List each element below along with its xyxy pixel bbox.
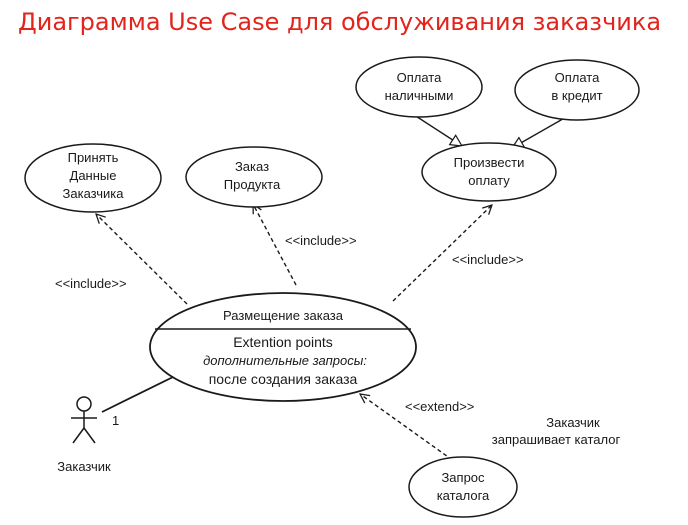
svg-text:в кредит: в кредит: [551, 88, 602, 103]
extension-point: дополнительные запросы:: [203, 353, 367, 368]
include-label-mid: <<include>>: [285, 233, 357, 248]
use-case-cash-payment: Оплата наличными: [355, 56, 483, 118]
svg-text:наличными: наличными: [385, 88, 454, 103]
extension-condition: после создания заказа: [209, 371, 358, 387]
actor-customer: [71, 396, 97, 444]
svg-text:Заказчика: Заказчика: [63, 186, 125, 201]
svg-text:Продукта: Продукта: [224, 177, 281, 192]
actor-name: Заказчик: [57, 459, 111, 474]
actor-multiplicity: 1: [112, 413, 119, 428]
svg-text:Данные: Данные: [70, 168, 117, 183]
main-use-case-name: Размещение заказа: [223, 308, 344, 323]
generalization-credit-to-payment: [512, 115, 569, 148]
extend-arrow-request-catalog: [360, 394, 459, 465]
include-label-left: <<include>>: [55, 276, 127, 291]
extend-note-line-1: Заказчик: [546, 415, 600, 430]
use-case-accept-data: Принять Данные Заказчика: [24, 143, 162, 213]
svg-text:оплату: оплату: [468, 173, 510, 188]
svg-text:Оплата: Оплата: [555, 70, 600, 85]
include-arrow-make-payment: [392, 205, 492, 302]
extend-note-line-2: запрашивает каталог: [492, 432, 621, 447]
use-case-order-product: Заказ Продукта: [185, 146, 323, 208]
diagram-title: Диаграмма Use Case для обслуживания зака…: [18, 8, 662, 36]
svg-text:Запрос: Запрос: [441, 470, 485, 485]
svg-text:Заказ: Заказ: [235, 159, 269, 174]
include-label-right: <<include>>: [452, 252, 524, 267]
include-arrow-order-product: [253, 204, 297, 286]
svg-text:каталога: каталога: [437, 488, 490, 503]
extension-points-header: Extention points: [233, 334, 333, 350]
use-case-make-payment: Произвести оплату: [421, 142, 557, 202]
use-case-credit-payment: Оплата в кредит: [514, 59, 640, 121]
include-arrow-accept-data: [96, 214, 188, 305]
svg-text:Произвести: Произвести: [454, 155, 525, 170]
actor-association: [101, 376, 174, 413]
use-case-place-order: Размещение заказа Extention points допол…: [149, 292, 417, 402]
svg-text:Оплата: Оплата: [397, 70, 442, 85]
extend-label: <<extend>>: [405, 399, 474, 414]
svg-text:Принять: Принять: [68, 150, 119, 165]
use-case-request-catalog: Запрос каталога: [408, 456, 518, 518]
